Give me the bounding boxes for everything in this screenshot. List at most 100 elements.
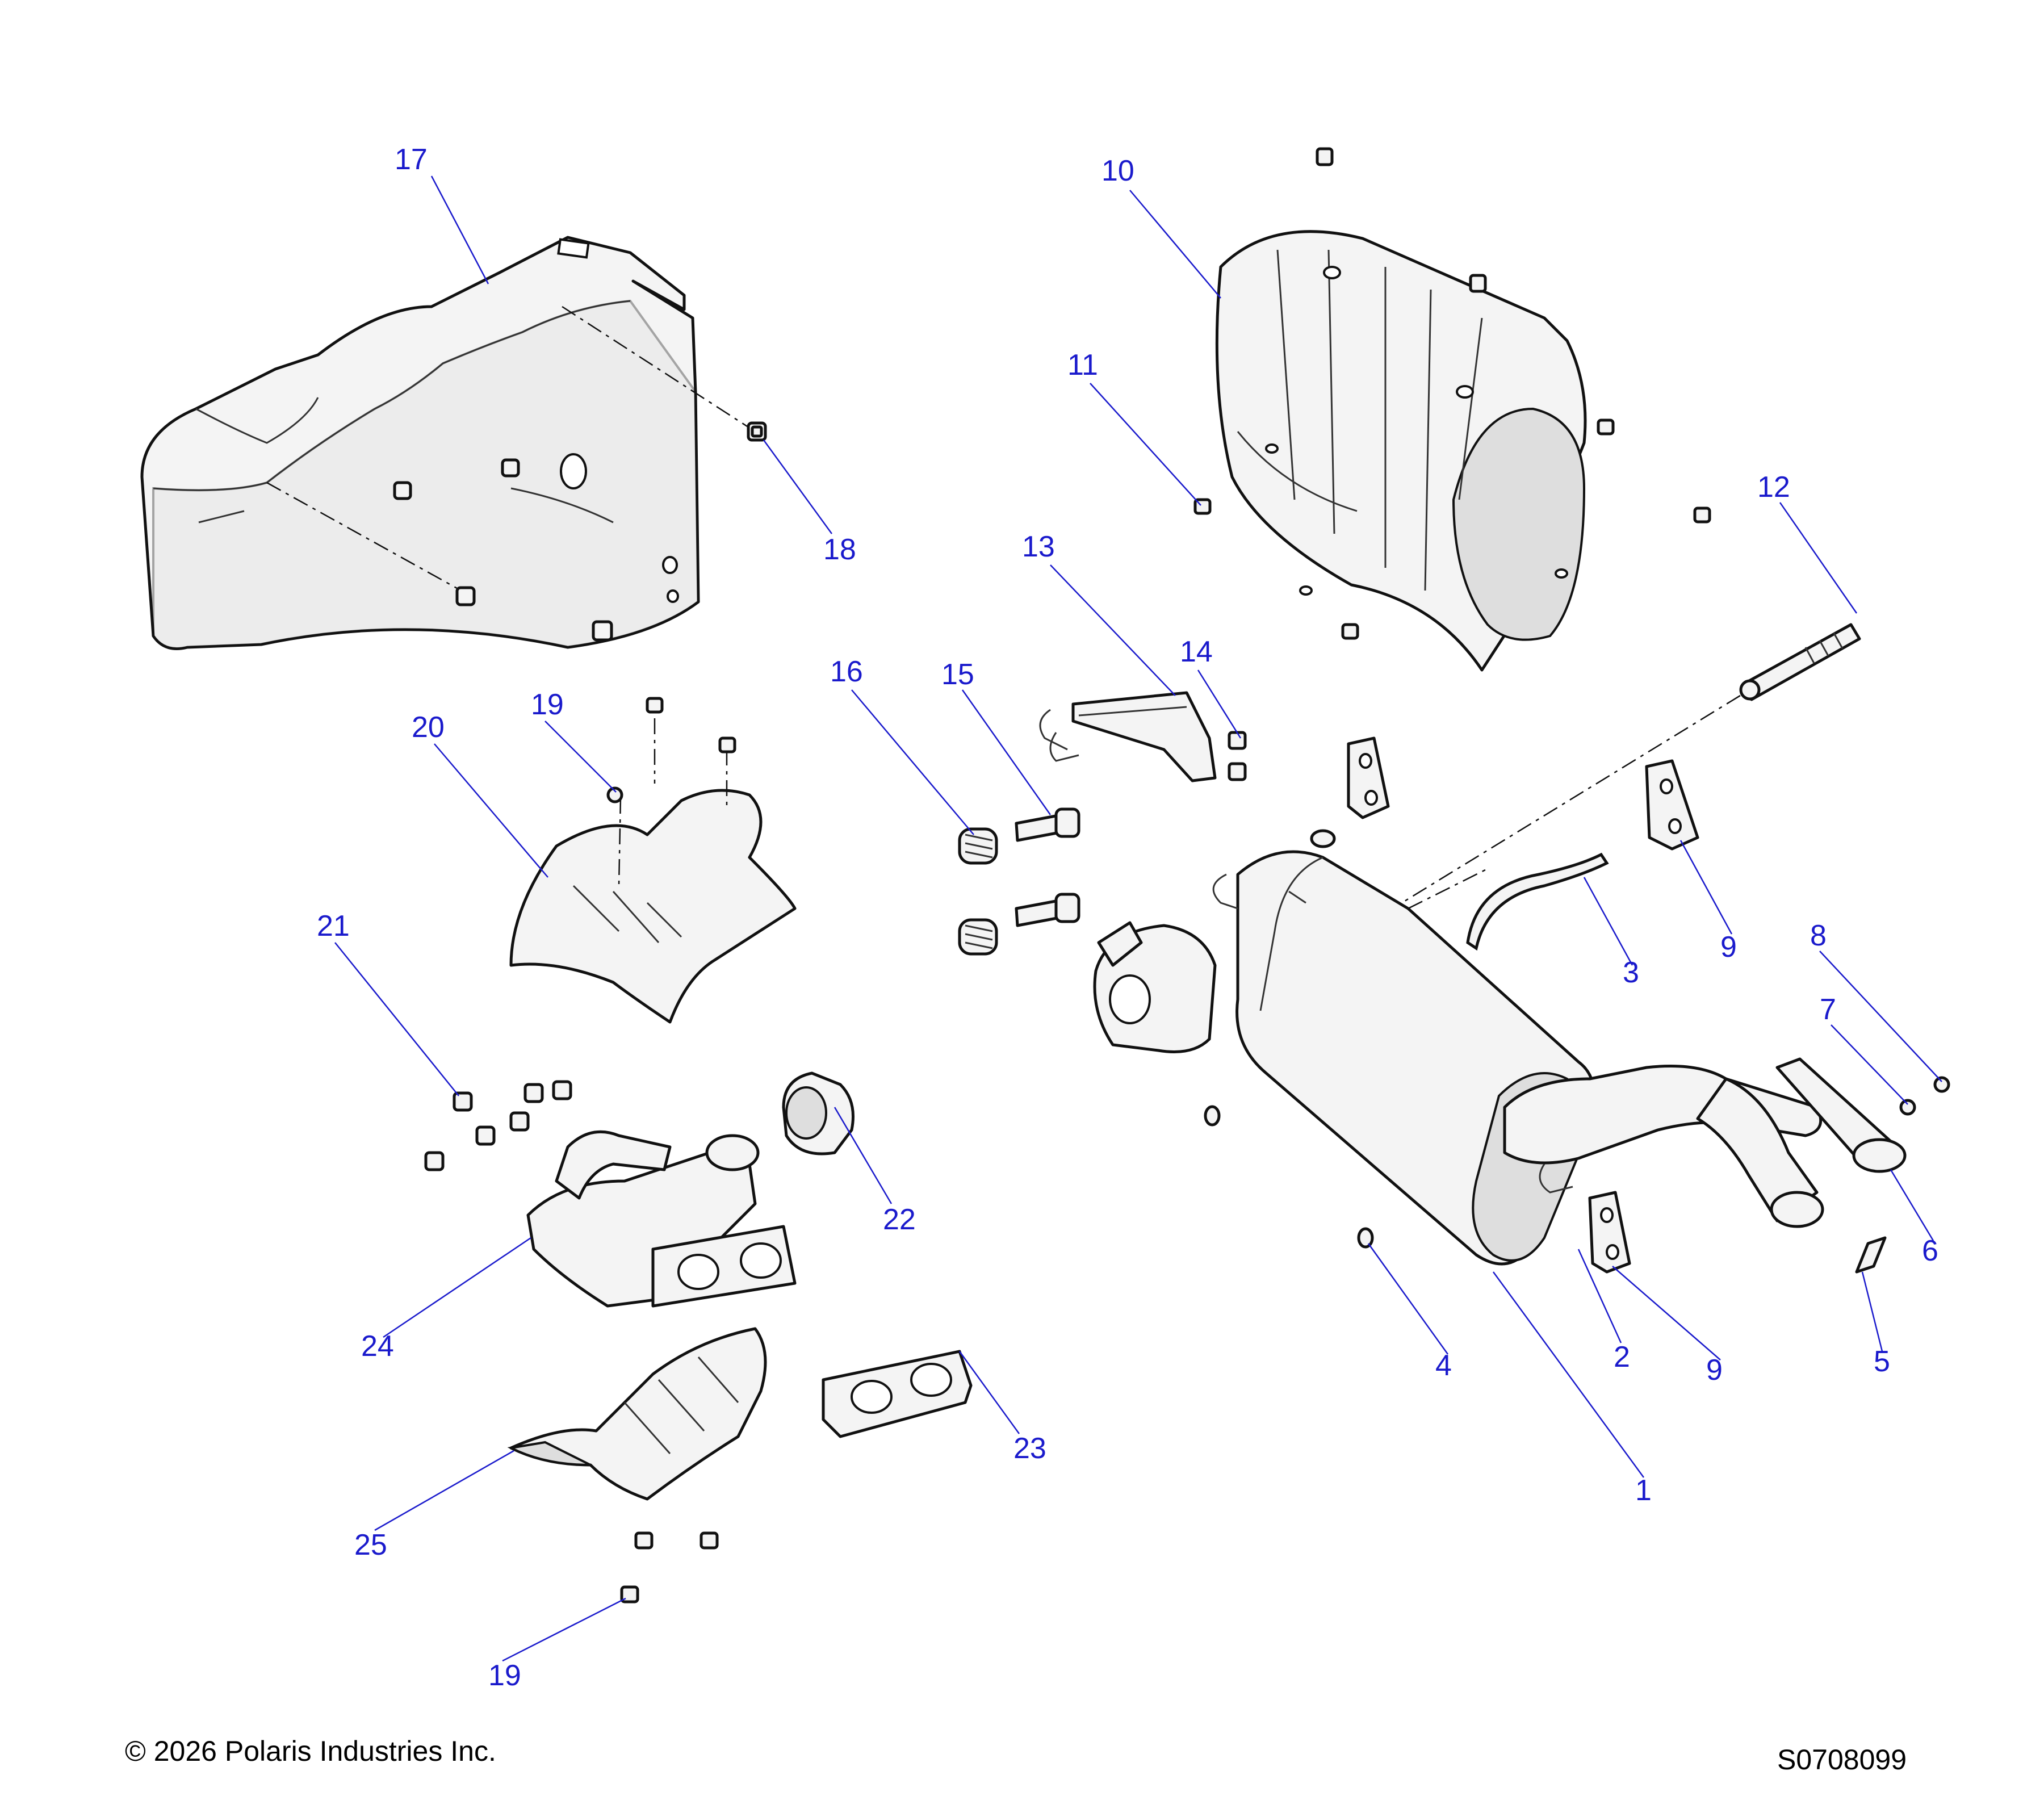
exhaust-manifold-24: [526, 1130, 797, 1308]
callout-17: 17: [395, 143, 428, 176]
callout-15: 15: [941, 658, 974, 691]
callout-9a: 9: [1720, 931, 1737, 964]
callout-7: 7: [1820, 993, 1836, 1026]
leader-line: [1197, 669, 1242, 739]
spring-16b-icon: [958, 918, 998, 956]
leader-line: [1367, 1243, 1449, 1355]
leader-line: [430, 175, 489, 284]
callout-21: 21: [317, 910, 350, 943]
callout-5: 5: [1874, 1345, 1890, 1378]
leader-line: [1819, 951, 1942, 1082]
bolt-14a-icon: [1228, 731, 1247, 750]
callout-19a: 19: [531, 688, 564, 721]
leader-line: [1861, 1271, 1883, 1352]
callout-16: 16: [830, 655, 863, 688]
leader-line: [502, 1597, 626, 1662]
isolator-9a-icon: [1347, 736, 1390, 819]
bolt-icon: [634, 1531, 654, 1550]
heat-shield-20: [509, 718, 797, 1024]
leader-lines: [334, 175, 1942, 1662]
bolt-15b-icon: [1015, 893, 1080, 927]
leader-line: [1129, 190, 1221, 299]
bolt-icon: [700, 1531, 719, 1550]
leader-line: [961, 689, 1052, 815]
heat-shield-10: [1193, 147, 1711, 672]
callout-22: 22: [883, 1203, 916, 1236]
leader-line: [374, 1450, 514, 1531]
callout-14: 14: [1180, 635, 1213, 668]
callout-24: 24: [361, 1330, 394, 1363]
nut-19a-icon: [606, 786, 623, 803]
callout-1: 1: [1635, 1474, 1652, 1507]
leader-line: [1050, 564, 1176, 696]
leader-line: [544, 721, 617, 793]
bolt-icon: [1316, 147, 1334, 166]
bolt-icon: [1693, 506, 1711, 524]
leader-line: [1890, 1169, 1934, 1241]
callout-3: 3: [1623, 956, 1639, 989]
callout-20: 20: [412, 711, 445, 744]
washer-icon: [1310, 829, 1336, 848]
isolator-9c-icon: [1588, 1191, 1631, 1274]
callout-18: 18: [823, 533, 856, 566]
leader-line: [851, 689, 974, 835]
callout-10: 10: [1101, 154, 1134, 187]
bolt-icon: [1469, 274, 1487, 293]
heat-shield-25: [507, 1327, 767, 1501]
callout-6: 6: [1922, 1234, 1938, 1267]
callout-19b: 19: [488, 1659, 521, 1692]
leader-line: [434, 743, 548, 878]
bolt-18a-icon: [747, 421, 767, 442]
leader-line: [958, 1351, 1020, 1434]
callout-12: 12: [1757, 471, 1790, 504]
bolt-18b-icon: [455, 586, 476, 606]
bolt-18c-icon: [592, 620, 613, 642]
leader-line: [1090, 383, 1201, 506]
bolt-8-icon: [1933, 1076, 1950, 1093]
leader-line: [1779, 502, 1858, 614]
bolt-icon: [1597, 418, 1615, 436]
bolt-icon: [718, 736, 736, 753]
bolt-18e-icon: [501, 458, 520, 478]
nut-7-icon: [1899, 1099, 1916, 1116]
callout-labels: 1 2 3 4 5 6 7 8 9 9 10 11 12 13 14 15 16…: [317, 143, 1938, 1692]
callout-25: 25: [354, 1529, 387, 1561]
bracket-13: [1039, 691, 1217, 782]
callout-8: 8: [1810, 919, 1827, 952]
leader-line: [1679, 840, 1733, 935]
clamp-5: [1855, 1236, 1887, 1274]
bolt-18d-icon: [393, 481, 412, 500]
bolt-19b-icon: [620, 1585, 639, 1604]
callout-23: 23: [1013, 1432, 1046, 1465]
bolt-icon: [646, 697, 664, 714]
leader-line: [833, 1107, 893, 1204]
heat-shield-17: [140, 236, 767, 650]
leader-line: [1583, 877, 1633, 966]
callout-13: 13: [1022, 530, 1055, 563]
washer-4-icon: [1357, 1227, 1374, 1249]
callout-9b: 9: [1706, 1354, 1723, 1387]
bolt-icon: [1341, 623, 1359, 640]
gasket-ring-22: [782, 1071, 855, 1155]
bolt-15a-icon: [1015, 807, 1080, 842]
isolator-9b-icon: [1645, 759, 1699, 851]
muffler-1: [1093, 850, 1824, 1266]
washer-icon: [1204, 1105, 1221, 1127]
spring-16a-icon: [958, 827, 998, 865]
drawing-number: S0708099: [1777, 1744, 1907, 1776]
callout-4: 4: [1435, 1349, 1452, 1382]
leader-line: [383, 1237, 531, 1338]
flange-gasket-23: [822, 1350, 973, 1438]
callout-2: 2: [1614, 1341, 1630, 1374]
oxygen-sensor-12: [1739, 623, 1861, 701]
studs-21: [424, 1080, 572, 1171]
leader-line: [763, 439, 833, 534]
hose-3: [1466, 852, 1609, 951]
leader-line: [1612, 1266, 1721, 1360]
copyright-notice: © 2026 Polaris Industries Inc.: [125, 1735, 496, 1767]
leader-line: [1492, 1271, 1645, 1478]
leader-line: [1831, 1024, 1908, 1105]
tailpipe-tip-6: [1775, 1057, 1907, 1173]
bolt-14b-icon: [1228, 762, 1247, 781]
